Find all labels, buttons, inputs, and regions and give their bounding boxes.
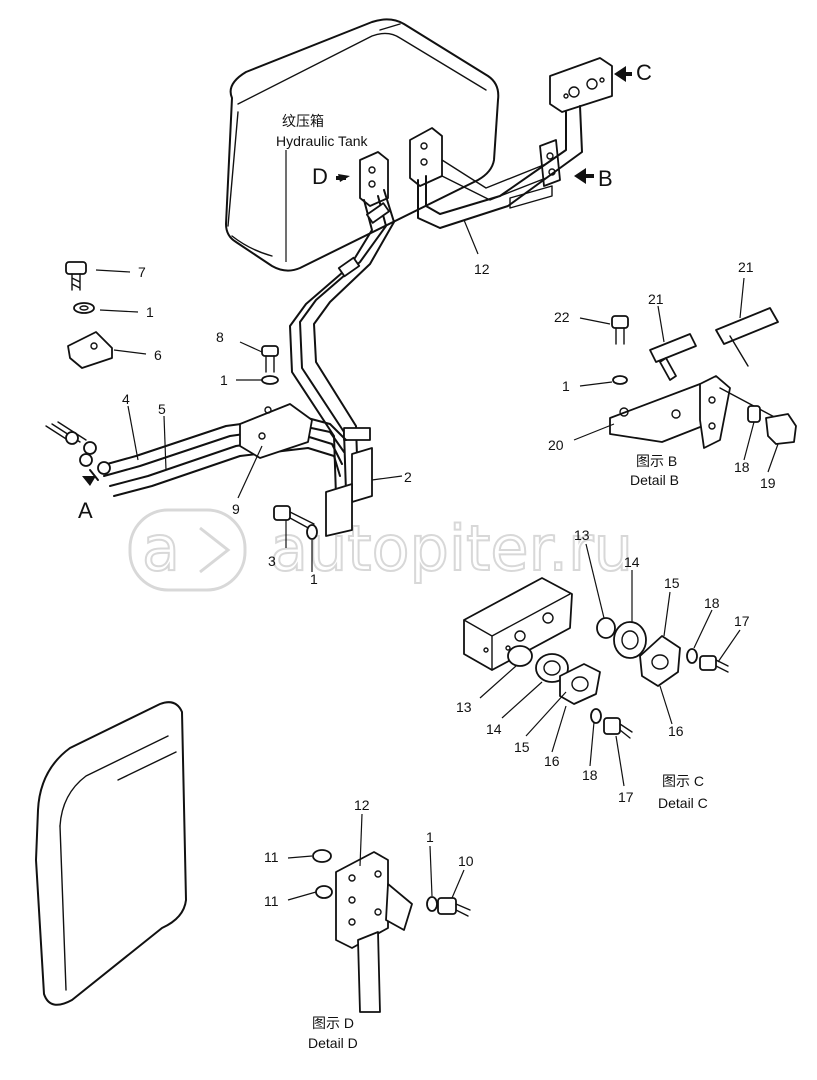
washer-1-c	[306, 524, 318, 540]
leader-lines	[95, 219, 779, 901]
port-c-block	[549, 57, 613, 113]
callout-7: 7	[138, 264, 146, 280]
pipe-12	[417, 105, 583, 229]
callout-4: 4	[122, 391, 130, 407]
callouts-detail-d: 12 11 11 1 10	[264, 797, 474, 909]
callout-22: 22	[554, 309, 570, 325]
callout-17: 17	[618, 789, 634, 805]
detail-b-assembly	[609, 307, 797, 449]
callout-21: 21	[648, 291, 664, 307]
detail-d-title-en: Detail D	[308, 1035, 358, 1051]
callout-15: 15	[664, 575, 680, 591]
callouts-detail-b: 22 21 21 1 20 18 19	[548, 259, 776, 491]
callouts-main: 7 1 6 8 1 4 5 9 2 3 1 12	[122, 261, 490, 587]
detail-d-flange	[312, 849, 471, 1013]
tank-label-en: Hydraulic Tank	[276, 133, 369, 149]
plate-6	[67, 331, 113, 369]
callout-12: 12	[474, 261, 490, 277]
callout-1: 1	[562, 378, 570, 394]
callout-1: 1	[146, 304, 154, 320]
bolt-7	[65, 261, 87, 291]
washer-1-d	[612, 375, 628, 385]
callout-2: 2	[404, 469, 412, 485]
callout-18: 18	[734, 459, 750, 475]
callout-11: 11	[264, 849, 279, 865]
watermark-text: autopiter.ru	[270, 512, 633, 585]
bracket-9	[239, 403, 313, 459]
callout-14: 14	[624, 554, 640, 570]
callout-17: 17	[734, 613, 750, 629]
callout-1: 1	[426, 829, 434, 845]
callout-16: 16	[544, 753, 560, 769]
detail-b-title-cn: 图示 B	[636, 453, 677, 469]
washer-1-b	[261, 375, 279, 385]
view-c-label: C	[636, 60, 652, 85]
callout-20: 20	[548, 437, 564, 453]
view-a-label: A	[78, 498, 93, 523]
pipe-bracket-b	[409, 127, 561, 187]
callout-16: 16	[668, 723, 684, 739]
callout-11: 11	[264, 893, 279, 909]
callout-21: 21	[738, 259, 754, 275]
callout-13: 13	[574, 527, 590, 543]
callout-3: 3	[268, 553, 276, 569]
bracket-2	[325, 447, 373, 537]
watermark: a autopiter.ru	[128, 508, 634, 592]
washer-1-a	[73, 302, 95, 314]
svg-text:a: a	[142, 512, 180, 585]
tank-label-cn: 纹压箱	[282, 113, 324, 129]
callout-14: 14	[486, 721, 502, 737]
callout-6: 6	[154, 347, 162, 363]
callout-15: 15	[514, 739, 530, 755]
bolt-3	[273, 505, 315, 531]
arrow-a-icon	[82, 476, 96, 486]
callout-18: 18	[704, 595, 720, 611]
suction-pipes	[289, 189, 395, 497]
detail-c-title-cn: 图示 C	[662, 773, 704, 789]
callout-5: 5	[158, 401, 166, 417]
detail-b-title-en: Detail B	[630, 472, 679, 488]
callout-1: 1	[220, 372, 228, 388]
view-b-label: B	[598, 166, 613, 191]
hydraulic-tank	[225, 18, 500, 272]
callouts-detail-c: 13 14 15 18 17 13 14 15 16 18 17 16	[456, 527, 750, 805]
detail-c-assembly	[463, 577, 729, 739]
callout-9: 9	[232, 501, 240, 517]
detail-c-title-en: Detail C	[658, 795, 708, 811]
detail-d-title-cn: 图示 D	[312, 1015, 354, 1031]
callout-8: 8	[216, 329, 224, 345]
arrow-b-icon	[574, 168, 586, 184]
callout-10: 10	[458, 853, 474, 869]
callout-12: 12	[354, 797, 370, 813]
callout-19: 19	[760, 475, 776, 491]
detail-d-tank	[35, 701, 187, 1006]
arrow-c-icon	[614, 66, 626, 82]
callout-18: 18	[582, 767, 598, 783]
view-d-label: D	[312, 164, 328, 189]
bolt-22	[611, 315, 629, 345]
bolt-8	[261, 345, 279, 373]
callout-13: 13	[456, 699, 472, 715]
port-d-block	[359, 151, 389, 207]
callout-1: 1	[310, 571, 318, 587]
